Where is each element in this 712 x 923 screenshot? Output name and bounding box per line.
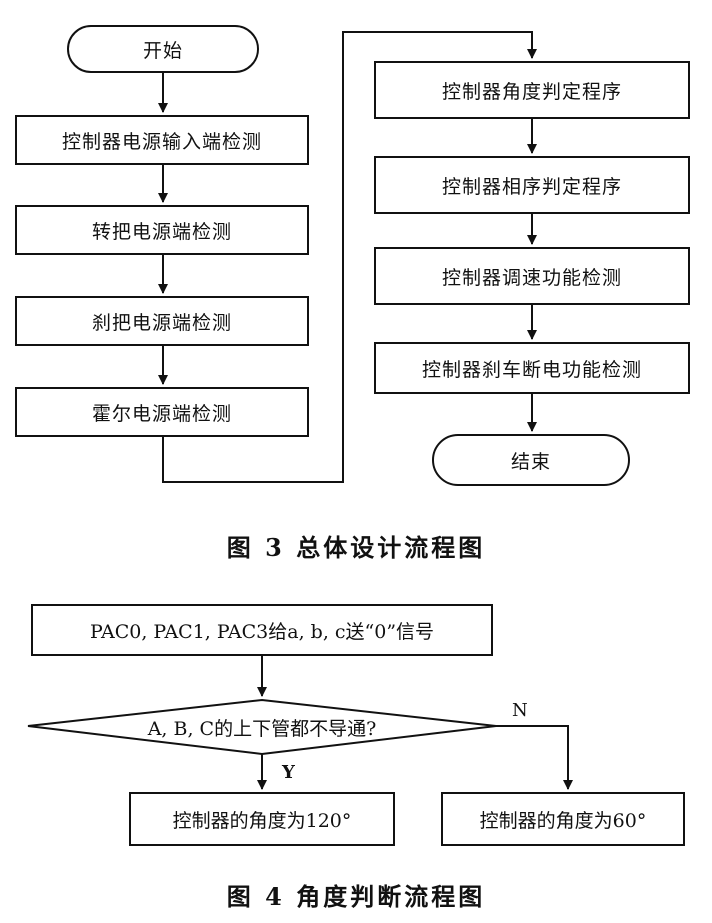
- step-label-throttle: 转把电源端检测: [91, 220, 232, 243]
- step-label-phase-judge: 控制器相序判定程序: [441, 175, 622, 198]
- init-label: PAC0, PAC1, PAC3给a, b, c送“0”信号: [89, 620, 435, 643]
- result-box-60: [441, 792, 685, 846]
- step-label-brake-cutoff: 控制器刹车断电功能检测: [421, 358, 642, 381]
- step-label-speed: 控制器调速功能检测: [441, 266, 622, 289]
- decision-label: A, B, C的上下管都不导通?: [147, 717, 377, 740]
- figure-3-caption: 图 3 总体设计流程图: [226, 533, 486, 562]
- result-box-120: [129, 792, 395, 846]
- connector-left-to-right: [162, 31, 537, 483]
- start-label: 开始: [142, 39, 183, 62]
- arrow-decision-no: [496, 725, 573, 790]
- result-label-60: 控制器的角度为60°: [479, 809, 647, 832]
- figure-4-caption: 图 4 角度判断流程图: [226, 882, 486, 911]
- no-branch-label: N: [512, 700, 528, 721]
- yes-branch-label: Y: [282, 762, 295, 783]
- end-label: 结束: [510, 450, 551, 473]
- step-label-power-input: 控制器电源输入端检测: [61, 130, 262, 153]
- end-terminal: [432, 434, 630, 486]
- step-label-brake: 刹把电源端检测: [91, 311, 232, 334]
- step-label-hall: 霍尔电源端检测: [91, 402, 232, 425]
- result-label-120: 控制器的角度为120°: [172, 809, 352, 832]
- step-label-angle-judge: 控制器角度判定程序: [441, 80, 622, 103]
